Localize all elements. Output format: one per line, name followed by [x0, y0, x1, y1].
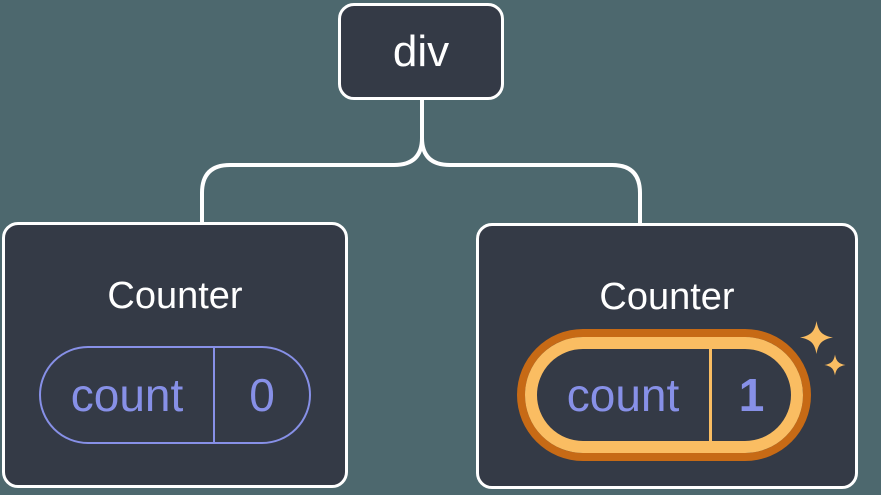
counter-node-left: Counter count 0 [2, 222, 348, 488]
component-title: Counter [599, 276, 735, 318]
connector-branch-right [420, 136, 642, 228]
component-title: Counter [107, 275, 243, 317]
state-pill-highlighted: count 1 [525, 337, 803, 453]
root-node-div: div [338, 3, 504, 100]
sparkles-icon [800, 321, 846, 376]
root-node-label: div [392, 26, 450, 76]
state-value: 1 [738, 369, 765, 421]
sparkle-small [824, 354, 846, 376]
state-key-label: count [566, 369, 680, 421]
state-pill: count 0 [39, 346, 311, 444]
state-value: 0 [249, 369, 275, 421]
state-pill-divider [709, 349, 712, 441]
state-key-label: count [41, 348, 215, 442]
sparkle-large [800, 321, 833, 354]
connector-branch-left [200, 136, 424, 228]
counter-node-right-highlighted: Counter count 1 [476, 223, 858, 489]
